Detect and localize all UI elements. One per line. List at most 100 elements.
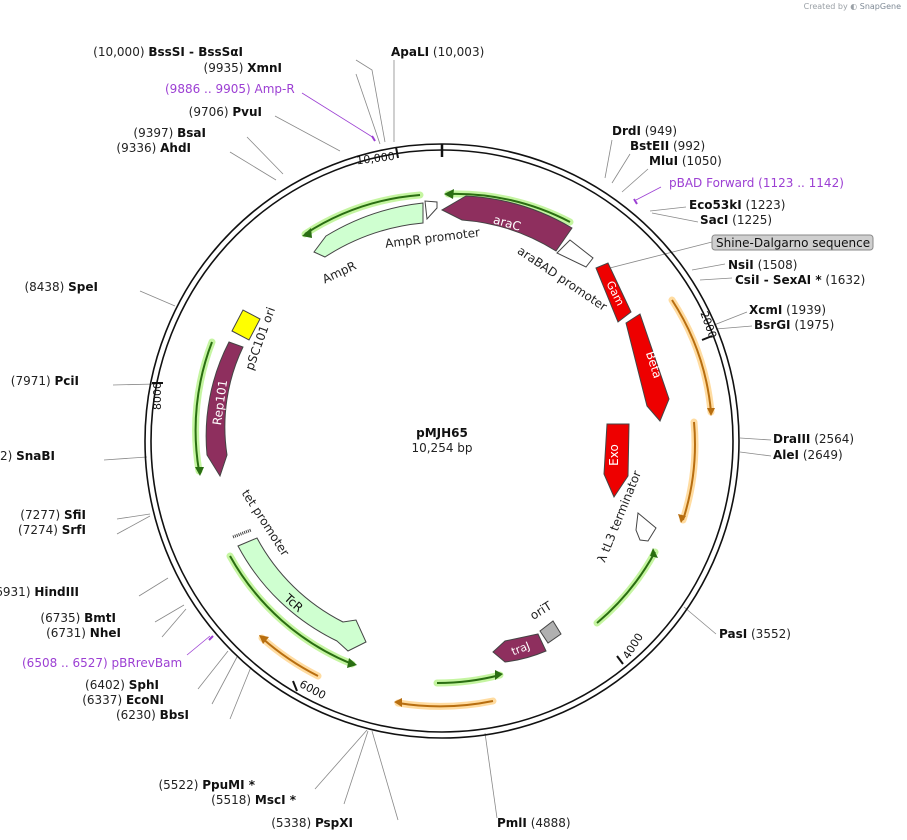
site-hindiii: (6931) HindIII (0, 585, 79, 599)
site-position: (992) (669, 139, 705, 153)
site-bbsi: (6230) BbsI (116, 708, 189, 722)
leader-pmli (484, 732, 498, 819)
site-name: DraIII (773, 432, 810, 446)
site-apali: ApaLI (10,003) (391, 45, 484, 59)
credit-brand: SnapGene (859, 2, 901, 11)
leader-msci (343, 730, 369, 805)
site-nhei: (6731) NheI (46, 626, 121, 640)
leader-drdi (604, 139, 613, 179)
site-name: NheI (90, 626, 121, 640)
site-name: BssSI - BssSαI (148, 45, 243, 59)
site-nsii: NsiI (1508) (728, 258, 797, 272)
site-position: (1223) (742, 198, 786, 212)
restriction-sites-left: (10,000) BssSI - BssSαI(9935) XmnI(9706)… (0, 45, 353, 830)
tick-4000 (616, 655, 624, 665)
site-spei: (8438) SpeI (24, 280, 98, 294)
site-name: EcoNI (126, 693, 164, 707)
site-position: (6731) (46, 626, 90, 640)
tcr-arrow (237, 537, 367, 652)
tl3-terminator-shape (635, 512, 657, 542)
primer-label-9886-9905-amp-r: (9886 .. 9905) Amp-R (165, 82, 295, 96)
site-position: (9397) (133, 126, 177, 140)
orf-1-arrow (302, 228, 312, 238)
site-name: SphI (129, 678, 159, 692)
psc101-ori-box (231, 309, 261, 341)
leader-csii (699, 277, 733, 281)
leader-bsai (246, 136, 284, 175)
site-drdi: DrdI (949) (612, 124, 677, 138)
site-bsssi-bsss-i: (10,000) BssSI - BssSαI (93, 45, 243, 59)
orf-7-arrow (394, 698, 402, 707)
site-name: Eco53kI (689, 198, 742, 212)
site-bsrgi: BsrGI (1975) (754, 318, 834, 332)
site-xcmi: XcmI (1939) (749, 303, 826, 317)
orf-4-arrow (678, 514, 686, 523)
site-name: NsiI (728, 258, 754, 272)
primer-marks (208, 135, 638, 641)
orf-6-arrow (495, 670, 503, 680)
feature-label-orit: oriT (527, 598, 554, 622)
site-name: XmnI (247, 61, 282, 75)
site-name: AleI (773, 448, 799, 462)
primer-mark-pbrrev (208, 635, 214, 641)
site-name: PciI (55, 374, 80, 388)
site-ahdi: (9336) AhdI (116, 141, 191, 155)
site-position: (1975) (791, 318, 835, 332)
arabad-promoter-arrow (556, 239, 594, 268)
primer-mark-pbad (633, 198, 638, 205)
leader-pasi (683, 606, 717, 635)
plasmid-length: 10,254 bp (411, 441, 472, 455)
orf-10 (194, 341, 213, 472)
leader-econi (211, 656, 238, 705)
shine-dalgarno-badge: Shine-Dalgarno sequence (711, 234, 874, 251)
leader-pbrrev (186, 635, 211, 656)
orf-2-arrow (444, 189, 454, 199)
orf-2 (447, 192, 571, 223)
shine-dalgarno-box (711, 234, 874, 251)
primer-mark-ampr (371, 135, 376, 142)
site-position: (3552) (747, 627, 791, 641)
snapgene-logo-icon: ◐ (850, 2, 858, 11)
leader-ahdi (229, 151, 277, 181)
site-position: (8438) (24, 280, 68, 294)
tick-marks (152, 146, 713, 692)
leader-shine-dalgarno (601, 241, 713, 271)
leader-bsrgi (715, 325, 753, 330)
site-name: CsiI - SexAI * (735, 273, 822, 287)
leader-hindiii (138, 577, 169, 597)
site-name: AhdI (160, 141, 191, 155)
gam-arrow (595, 262, 632, 323)
site-alei: AleI (2649) (773, 448, 843, 462)
site-snabi: (7602) SnaBI (0, 449, 55, 463)
orf-4 (682, 421, 696, 521)
site-bsai: (9397) BsaI (133, 126, 206, 140)
site-name: PmlI (497, 816, 527, 830)
site-position: (7277) (20, 508, 64, 522)
site-position: (6337) (82, 693, 126, 707)
plasmid-name: pMJH65 (416, 426, 468, 440)
site-name: PspXI (315, 816, 353, 830)
orf-3 (671, 299, 712, 413)
site-position: (2564) (810, 432, 854, 446)
site-name: SnaBI (16, 449, 55, 463)
site-position: (7602) (0, 449, 16, 463)
site-csii-sexai: CsiI - SexAI * (1632) (735, 273, 865, 287)
leader-pvui (274, 115, 341, 152)
site-pmli: PmlI (4888) (497, 816, 571, 830)
leader-alei (739, 451, 772, 457)
site-name: BsaI (177, 126, 206, 140)
orf-9-arrow (347, 658, 357, 668)
orf-1 (304, 194, 421, 235)
tick-2000 (701, 335, 713, 341)
leader-bbsi (229, 666, 252, 720)
site-ppumi: (5522) PpuMI * (158, 778, 255, 792)
orf-7 (397, 700, 494, 708)
leader-nhei (161, 608, 187, 638)
site-position: (7971) (11, 374, 55, 388)
site-bsteii: BstEII (992) (630, 139, 705, 153)
site-mlui: MluI (1050) (649, 154, 722, 168)
site-pvui: (9706) PvuI (189, 105, 262, 119)
leader-xmni (355, 73, 381, 145)
ampr-arrow (313, 202, 424, 258)
